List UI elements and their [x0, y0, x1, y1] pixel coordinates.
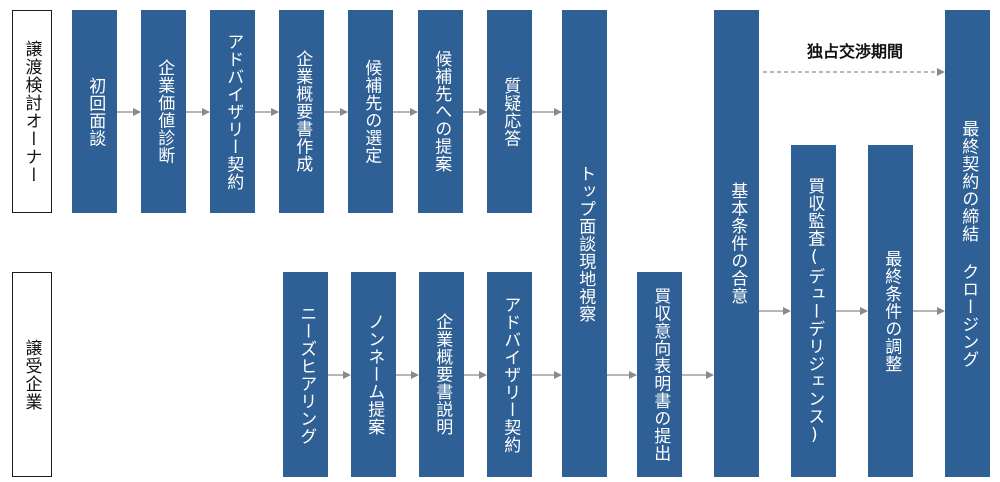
step-qa: 質疑応答 — [487, 10, 532, 213]
exclusive-period-label: 独占交渉期間 — [806, 42, 903, 61]
lane-owner: 譲渡検討オーナー — [12, 10, 52, 213]
step-loi: 買収意向表明書の提出 — [637, 272, 682, 477]
step-needs-hearing: ニーズヒアリング — [283, 272, 328, 477]
step-advisory-contract-buyer: アドバイザリー契約 — [487, 272, 532, 477]
step-due-diligence: 買収監査(デューデリジェンス) — [791, 145, 836, 477]
step-company-profile: 企業概要書作成 — [279, 10, 324, 213]
step-advisory-contract-owner: アドバイザリー契約 — [210, 10, 255, 213]
step-top-meeting: トップ面談現地視察 — [562, 10, 607, 477]
step-proposal-to-candidates: 候補先への提案 — [418, 10, 463, 213]
step-basic-agreement: 基本条件の合意 — [714, 10, 759, 477]
step-initial-meeting: 初回面談 — [72, 10, 117, 213]
step-candidate-selection: 候補先の選定 — [348, 10, 393, 213]
step-final-terms: 最終条件の調整 — [868, 145, 913, 477]
step-valuation: 企業価値診断 — [141, 10, 186, 213]
step-closing: 最終契約の締結 クロージング — [945, 10, 990, 477]
lane-buyer: 譲受企業 — [12, 272, 52, 477]
step-nonname-proposal: ノンネーム提案 — [351, 272, 396, 477]
step-profile-explanation: 企業概要書説明 — [419, 272, 464, 477]
